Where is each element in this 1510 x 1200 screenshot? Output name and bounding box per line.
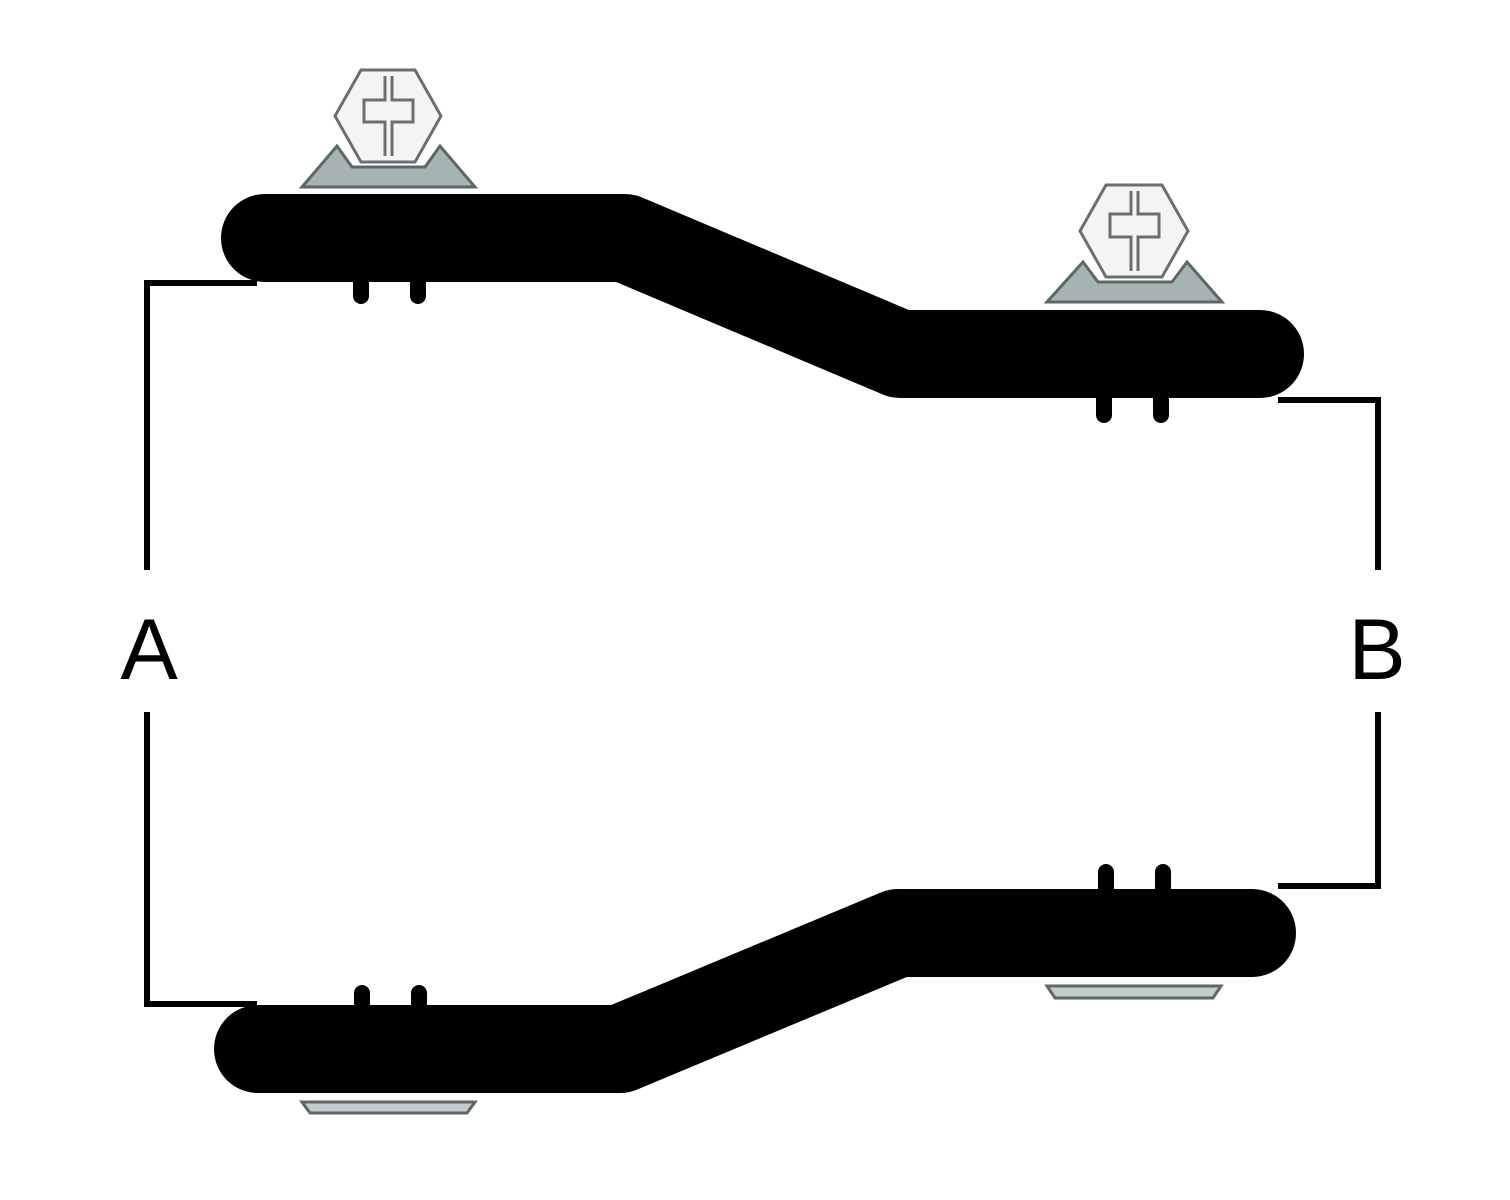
clamp-base-icon [1043,259,1226,304]
clamp-plate-bottom-right [1044,984,1224,1000]
hex-fitting-icon [333,68,443,164]
hex-fitting-icon [1078,183,1190,279]
bracket-b-lower [1278,712,1381,889]
bracket-b-upper [1278,397,1381,570]
ribs-top-left [353,274,426,304]
clamp-top-right [1043,183,1226,304]
clamp-plate-bottom-left [299,1100,478,1115]
clamp-top-left [298,68,479,189]
ribs-top-right [1096,390,1169,423]
end-label-a: A [120,602,178,698]
bracket-a-lower [144,712,257,1007]
clamp-base-icon [298,143,479,189]
bracket-a-upper [144,280,257,570]
pipe-wall-bottom [214,889,1296,1093]
end-label-b: B [1348,602,1406,698]
ribs-bottom-right [1098,864,1171,898]
pipe-wall-top [221,194,1304,398]
ribs-bottom-left [354,985,427,1015]
